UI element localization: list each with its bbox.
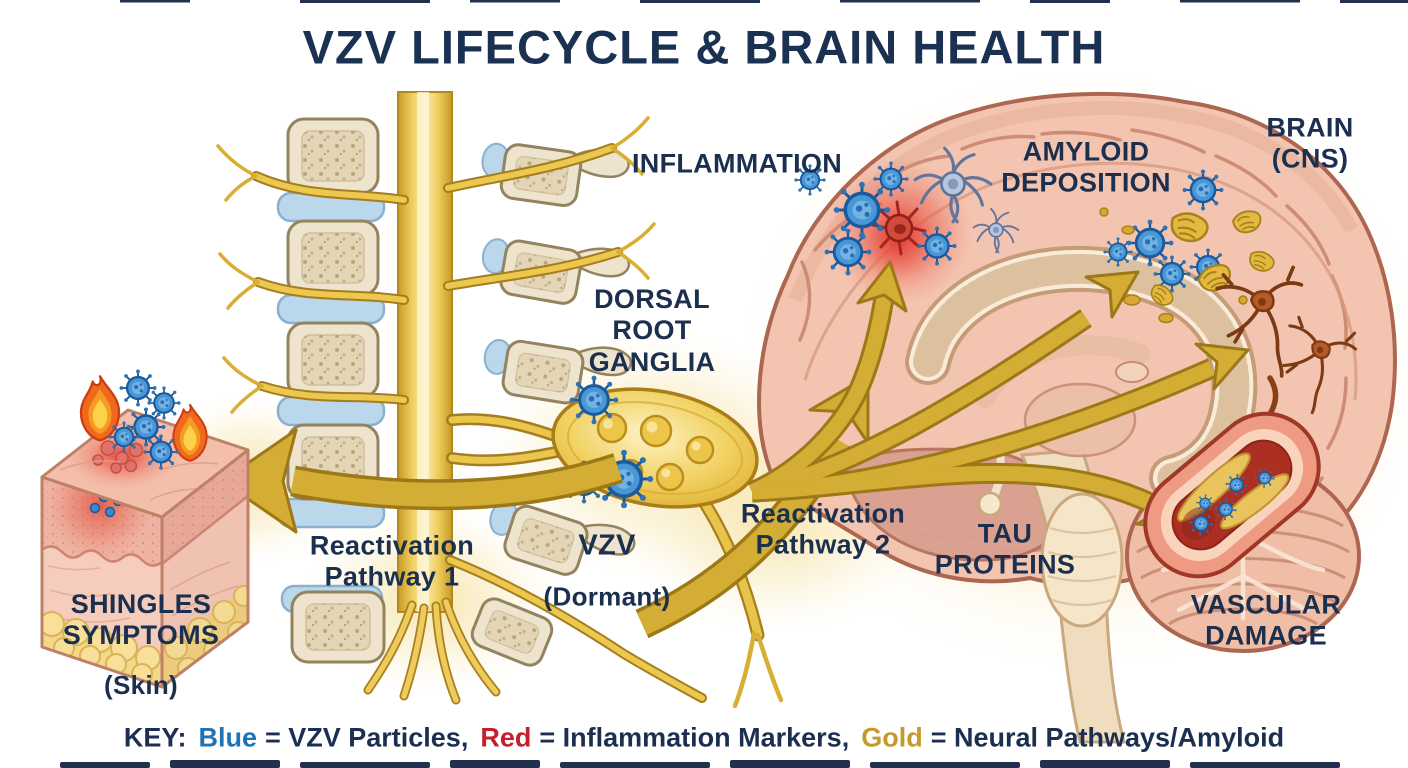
shingles-rash-blisters [92,440,144,474]
label-vzv-state: (Dormant) [543,581,671,612]
label-amyloid-deposition: AMYLOID DEPOSITION [1001,136,1171,198]
label-reactivation-pathway-1: Reactivation Pathway 1 [309,530,475,592]
plaque-deposit-icon [1176,452,1251,523]
label-shingles-site: (Skin) [103,669,179,700]
key-def-red: = Inflammation Markers, [539,722,850,753]
neural-pathway-arrows [220,260,1250,639]
label-brain-cns: BRAIN (CNS) [1266,112,1354,174]
color-key-legend: KEY: Blue= VZV Particles, Red= Inflammatio… [124,723,1284,754]
spine-illustration [216,91,707,705]
key-def-gold: = Neural Pathways/Amyloid [930,722,1285,753]
label-shingles-name: SHINGLES SYMPTOMS [62,588,220,650]
key-term-blue: Blue [198,722,257,753]
label-reactivation-pathway-2: Reactivation Pathway 2 [740,498,906,560]
brainstem [1019,448,1126,744]
vertebrae-left [286,117,386,664]
key-term-gold: Gold [861,722,923,753]
edge-crop-artifacts [60,0,1408,768]
label-vascular-damage: VASCULAR DAMAGE [1190,589,1342,651]
label-shingles-symptoms: SHINGLES SYMPTOMS (Skin) [63,570,219,718]
skin-cross-section [40,368,250,689]
key-def-blue: = VZV Particles, [264,722,469,753]
key-prefix: KEY: [123,722,187,753]
spinal-nerves [216,116,707,703]
damaged-blood-vessel [1143,411,1321,579]
pathway1-arrow [220,428,623,534]
key-term-red: Red [480,722,532,753]
brain-gyri [798,128,1348,553]
inflammation-zone [793,146,1020,306]
label-vzv-dormant: VZV (Dormant) [544,510,671,629]
flame-icon [79,375,121,442]
brain-spread-arrows [747,260,1250,532]
amyloid-deposition-cluster [1099,168,1278,324]
label-vzv-name: VZV [578,528,636,561]
label-inflammation: INFLAMMATION [631,148,843,179]
page-title: VZV LIFECYCLE & BRAIN HEALTH [302,20,1106,74]
label-tau-proteins: TAU PROTEINS [934,518,1076,580]
label-dorsal-root-ganglia: DORSAL ROOT GANGLIA [588,284,716,377]
